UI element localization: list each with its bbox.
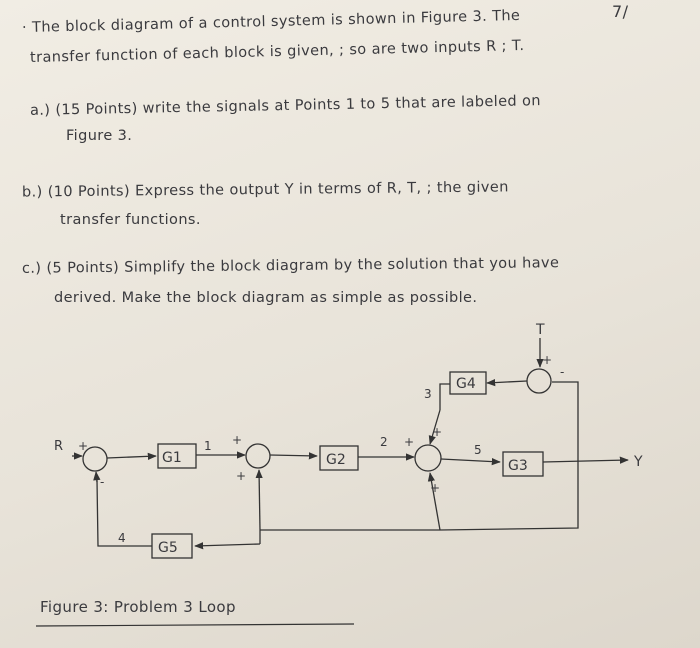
sign-sum3-plus-left: + (404, 435, 414, 449)
block-g2-box (319, 445, 359, 471)
sign-sum3-plus-top: + (432, 425, 442, 439)
wire-g4-down (439, 383, 450, 410)
wire-g3-y (542, 456, 629, 464)
wire-output-feedback (439, 461, 579, 531)
input-r: R (54, 439, 63, 454)
signal-2: 2 (380, 435, 388, 449)
wire-sum4-g4 (486, 378, 528, 387)
wire-g5-return (96, 479, 152, 547)
sign-sum3-plus-bottom: + (430, 481, 440, 495)
sign-sum4-plus: + (542, 353, 552, 367)
sign-sum4-minus: - (560, 365, 564, 379)
page-number: 7/ (612, 2, 629, 21)
sign-sum1-plus: + (78, 439, 88, 453)
wire-g5-sum1 (93, 471, 101, 483)
signal-5: 5 (474, 443, 482, 457)
block-g3: G3 (508, 458, 528, 474)
summing-junction-3 (414, 444, 442, 472)
wire-sum2-g2 (269, 452, 318, 460)
wire-g4-sum3 (428, 409, 441, 445)
question-c-line-2: derived. Make the block diagram as simpl… (54, 290, 478, 306)
block-g1: G1 (162, 450, 182, 466)
block-g1-box (157, 443, 197, 469)
question-a-line-2: Figure 3. (66, 128, 133, 144)
figure-caption: Figure 3: Problem 3 Loop (40, 598, 236, 616)
wire-sum3-g3 (440, 457, 501, 466)
output-y: Y (633, 454, 643, 470)
wire-feedback-sum2 (255, 469, 263, 531)
signal-4: 4 (118, 531, 126, 545)
signal-3: 3 (424, 387, 432, 401)
block-g5: G5 (158, 540, 178, 556)
signal-1: 1 (204, 439, 212, 453)
wire-to-g5 (194, 542, 261, 550)
block-g4-box (449, 371, 487, 395)
caption-underline (35, 623, 355, 627)
summing-junction-4 (526, 368, 552, 394)
summing-junction-1 (82, 446, 108, 472)
block-g3-box (502, 451, 544, 477)
sign-sum2-plus-bottom: + (236, 469, 246, 483)
sign-sum2-plus-left: + (232, 433, 242, 447)
wire-feedback-sum3 (427, 472, 441, 531)
wire-output-up (552, 381, 579, 461)
block-g2: G2 (326, 452, 346, 468)
input-t: T (535, 322, 545, 338)
wire-sum1-g1 (106, 452, 157, 460)
sign-sum1-minus: - (100, 475, 104, 489)
block-g4: G4 (456, 376, 476, 392)
summing-junction-2 (245, 443, 271, 469)
question-b-line-2: transfer functions. (60, 212, 201, 228)
